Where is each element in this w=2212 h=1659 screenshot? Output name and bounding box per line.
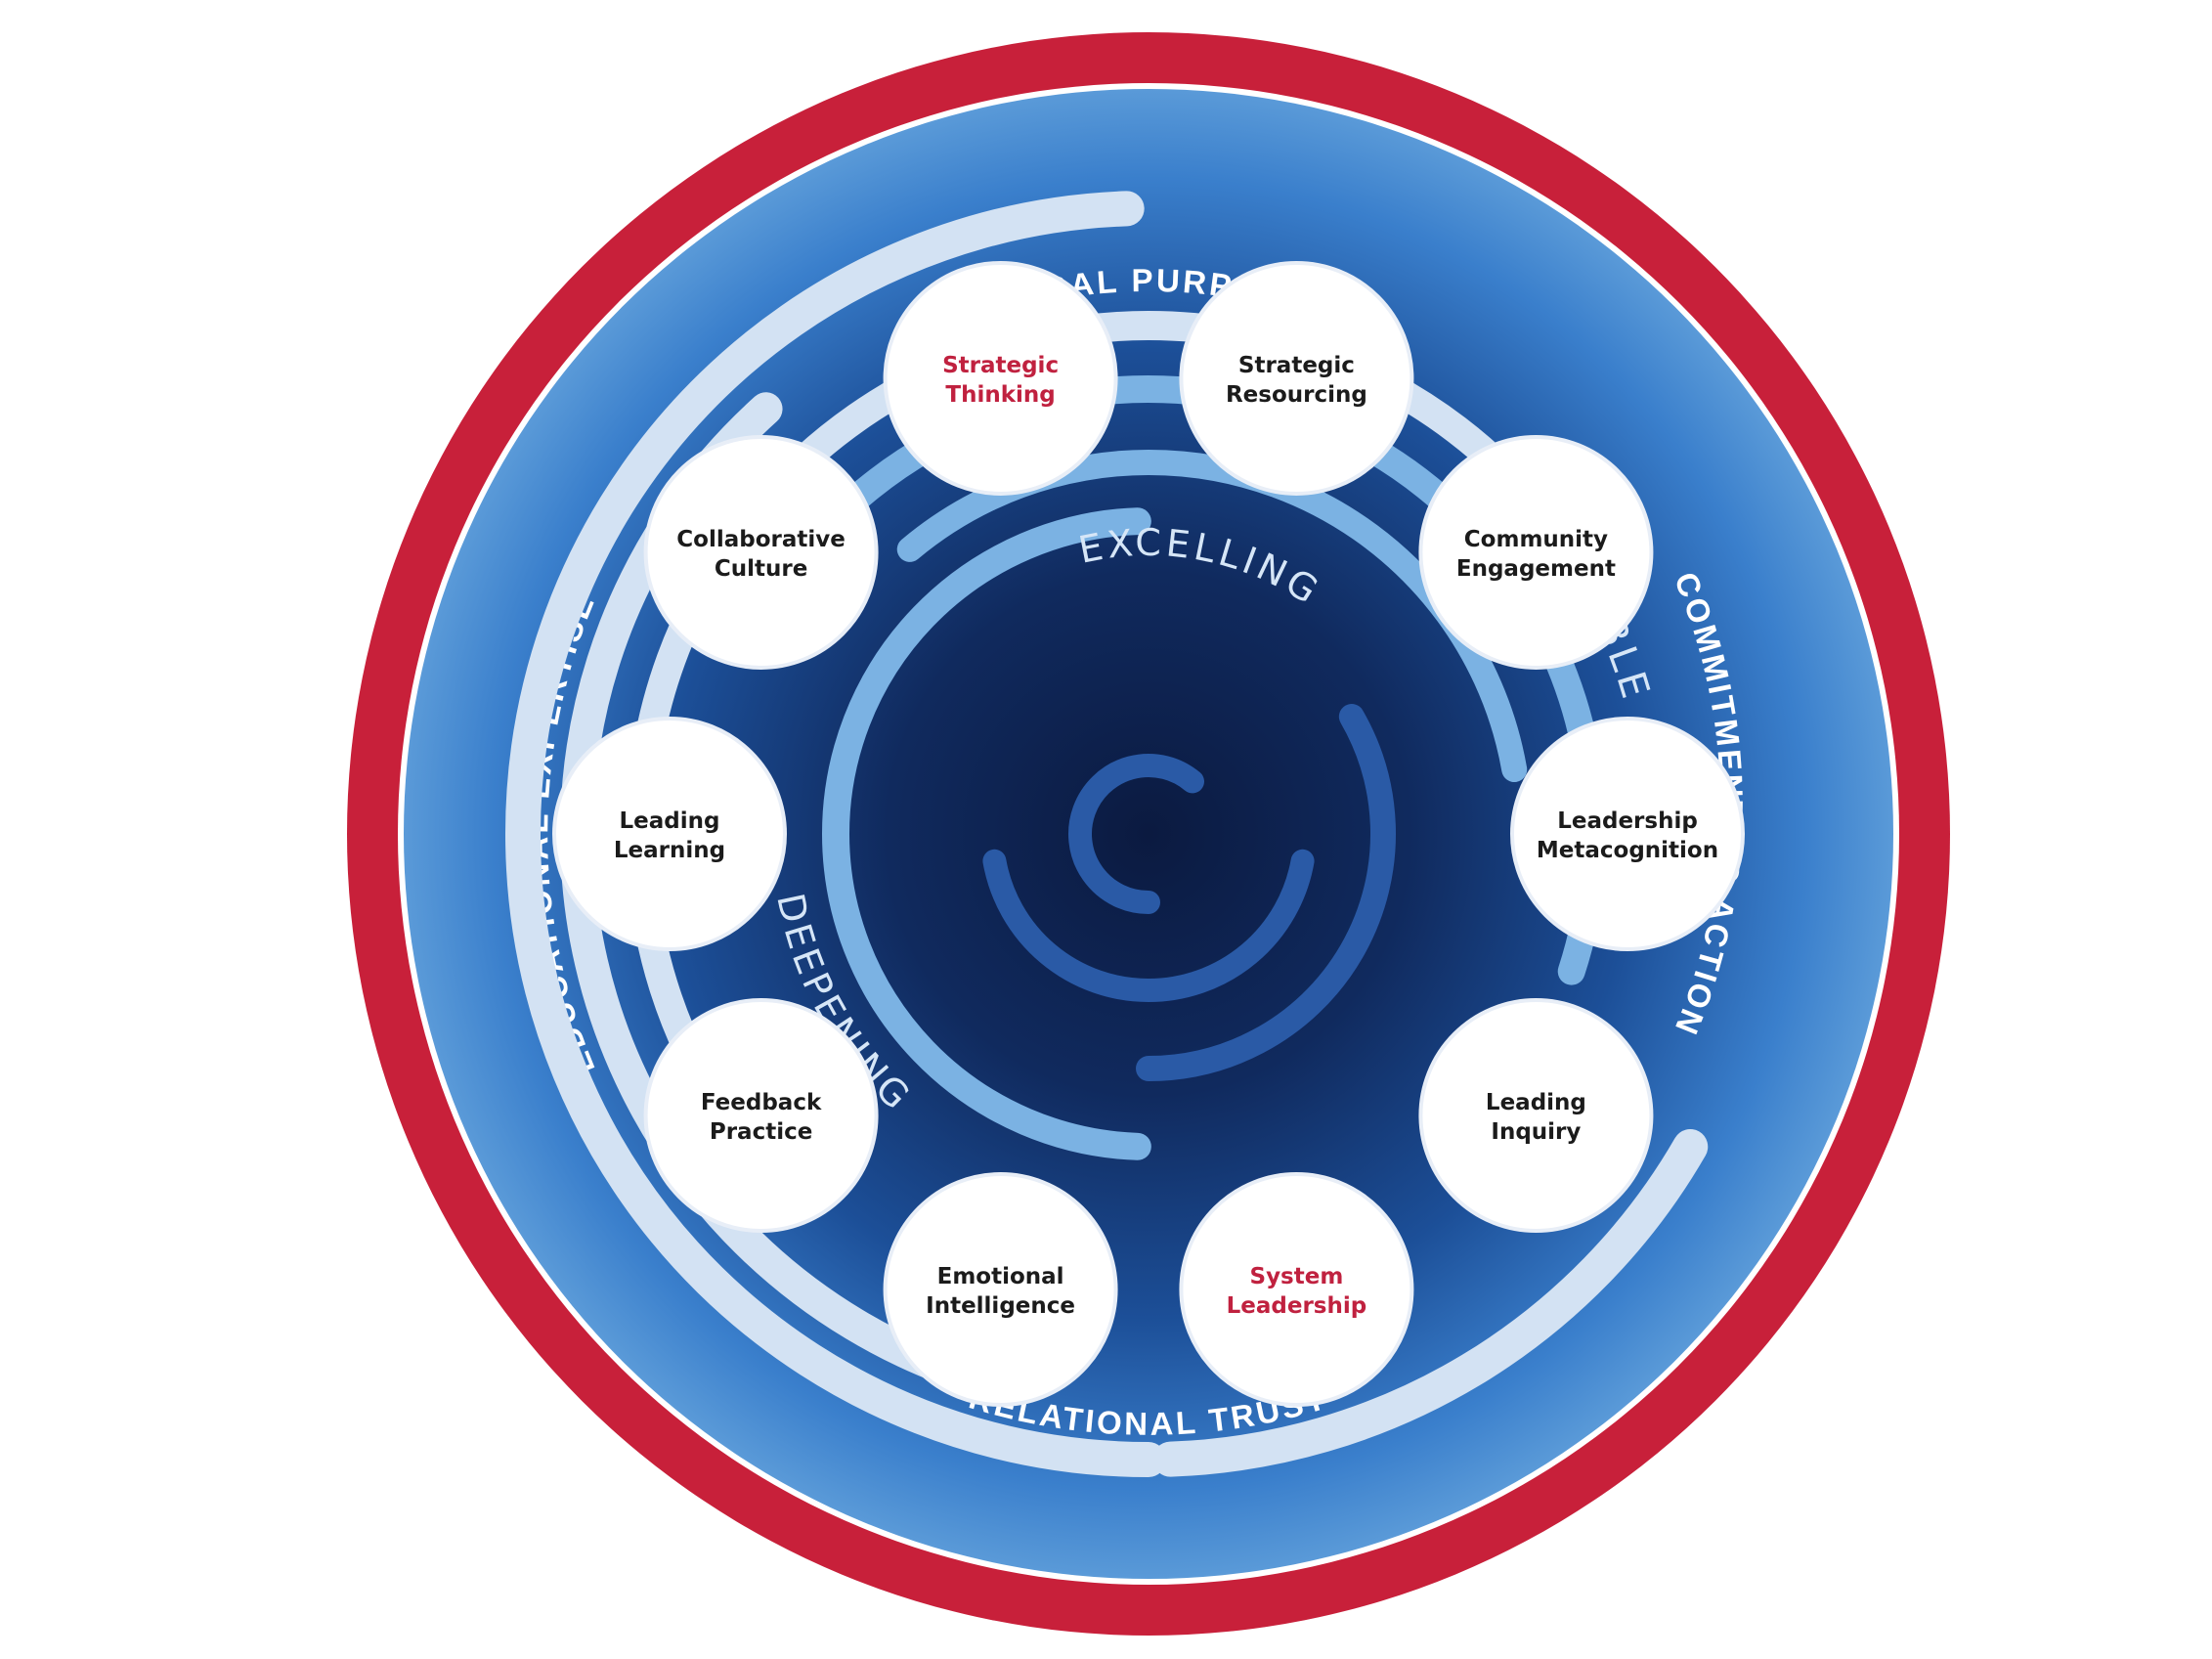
capability-node-label-line1: Leading — [1486, 1090, 1586, 1115]
capability-node-label-line2: Leadership — [1227, 1293, 1367, 1319]
capability-node-label-line2: Metacognition — [1537, 838, 1718, 863]
capability-node-circle — [1418, 998, 1654, 1234]
capability-node-label-line1: Leading — [620, 808, 720, 834]
capability-node-label-line1: Collaborative — [676, 527, 846, 552]
capability-node-circle — [1179, 1172, 1414, 1408]
capability-node-label-line1: Feedback — [701, 1090, 822, 1115]
arc-eighth-dark — [982, 849, 1315, 1002]
capability-node-label-line2: Culture — [715, 556, 807, 582]
arc-seventh-dark — [1136, 704, 1396, 1081]
capability-node-label-line2: Thinking — [945, 382, 1055, 408]
capability-node-circle — [883, 1172, 1118, 1408]
capability-node-circle — [643, 998, 879, 1234]
capability-node-label-line2: Engagement — [1456, 556, 1616, 582]
capability-node-label-line1: Community — [1464, 527, 1608, 552]
capability-node-circle — [1179, 260, 1414, 496]
capability-node-label-line1: Strategic — [942, 353, 1059, 378]
capability-node-label-line2: Resourcing — [1226, 382, 1367, 408]
capability-node-label-line2: Practice — [710, 1119, 812, 1145]
capability-node-label-line2: Inquiry — [1491, 1119, 1581, 1145]
capability-node-circle — [1418, 434, 1654, 670]
capability-node-label-line1: Strategic — [1238, 353, 1355, 378]
capability-node-circle — [1510, 717, 1745, 951]
capability-node-label-line1: System — [1250, 1264, 1344, 1289]
capability-node-circle — [883, 260, 1118, 496]
arc-sixth-light — [821, 507, 1151, 1160]
capability-nodes: StrategicThinkingStrategicResourcingComm… — [552, 260, 1745, 1408]
capability-node-label-line1: Leadership — [1557, 808, 1698, 834]
arc-outer-pale — [505, 191, 1166, 1477]
capability-node-circle — [643, 434, 879, 670]
capability-node-label-line2: Learning — [614, 838, 725, 863]
arc-core-dark — [1068, 754, 1204, 914]
capability-node-circle — [552, 717, 787, 951]
arc-outer-pale-right — [1152, 1129, 1709, 1477]
capability-node-label-line2: Intelligence — [926, 1293, 1075, 1319]
capability-node-label-line1: Emotional — [937, 1264, 1064, 1289]
